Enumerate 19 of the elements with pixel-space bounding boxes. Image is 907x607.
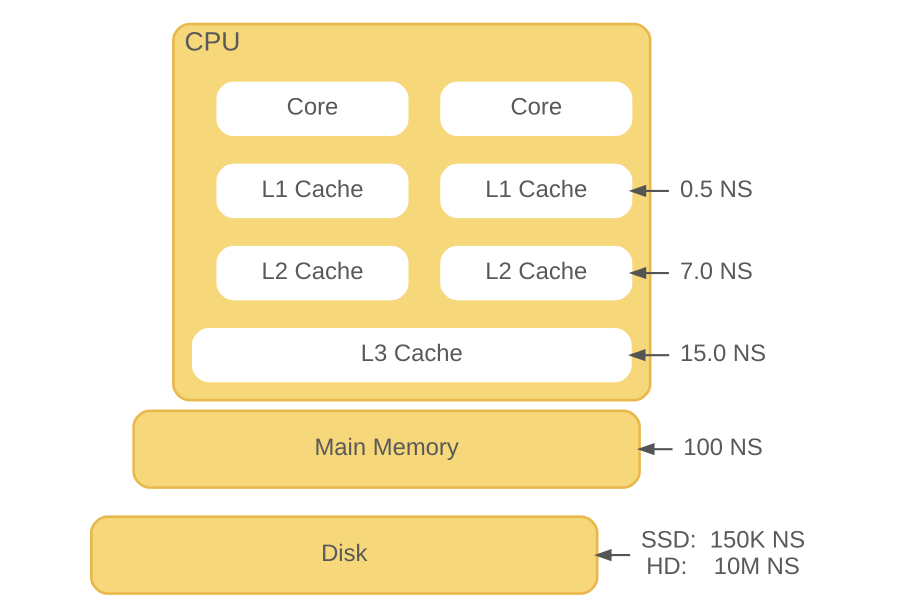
arrow: [628, 266, 669, 280]
node-box: Disk: [90, 515, 599, 595]
node-box: L2 Cache: [216, 246, 408, 300]
node-box: Main Memory: [132, 409, 641, 489]
node-text: SSD: 150K NS HD: 10M NS: [640, 526, 806, 580]
node-box: L1 Cache: [216, 164, 408, 218]
arrow: [628, 349, 670, 362]
arrow: [637, 443, 673, 456]
node-box: L1 Cache: [440, 164, 632, 218]
node-text: 15.0 NS: [680, 340, 766, 367]
arrow: [628, 184, 669, 198]
node-text: 7.0 NS: [680, 258, 753, 285]
node-box: Core: [216, 82, 408, 136]
node-box: Core: [440, 82, 632, 136]
arrow: [594, 549, 630, 562]
node-text: 100 NS: [683, 434, 763, 462]
node-text: 0.5 NS: [680, 176, 753, 203]
node-box: L2 Cache: [440, 246, 632, 300]
node-box: L3 Cache: [192, 328, 632, 382]
